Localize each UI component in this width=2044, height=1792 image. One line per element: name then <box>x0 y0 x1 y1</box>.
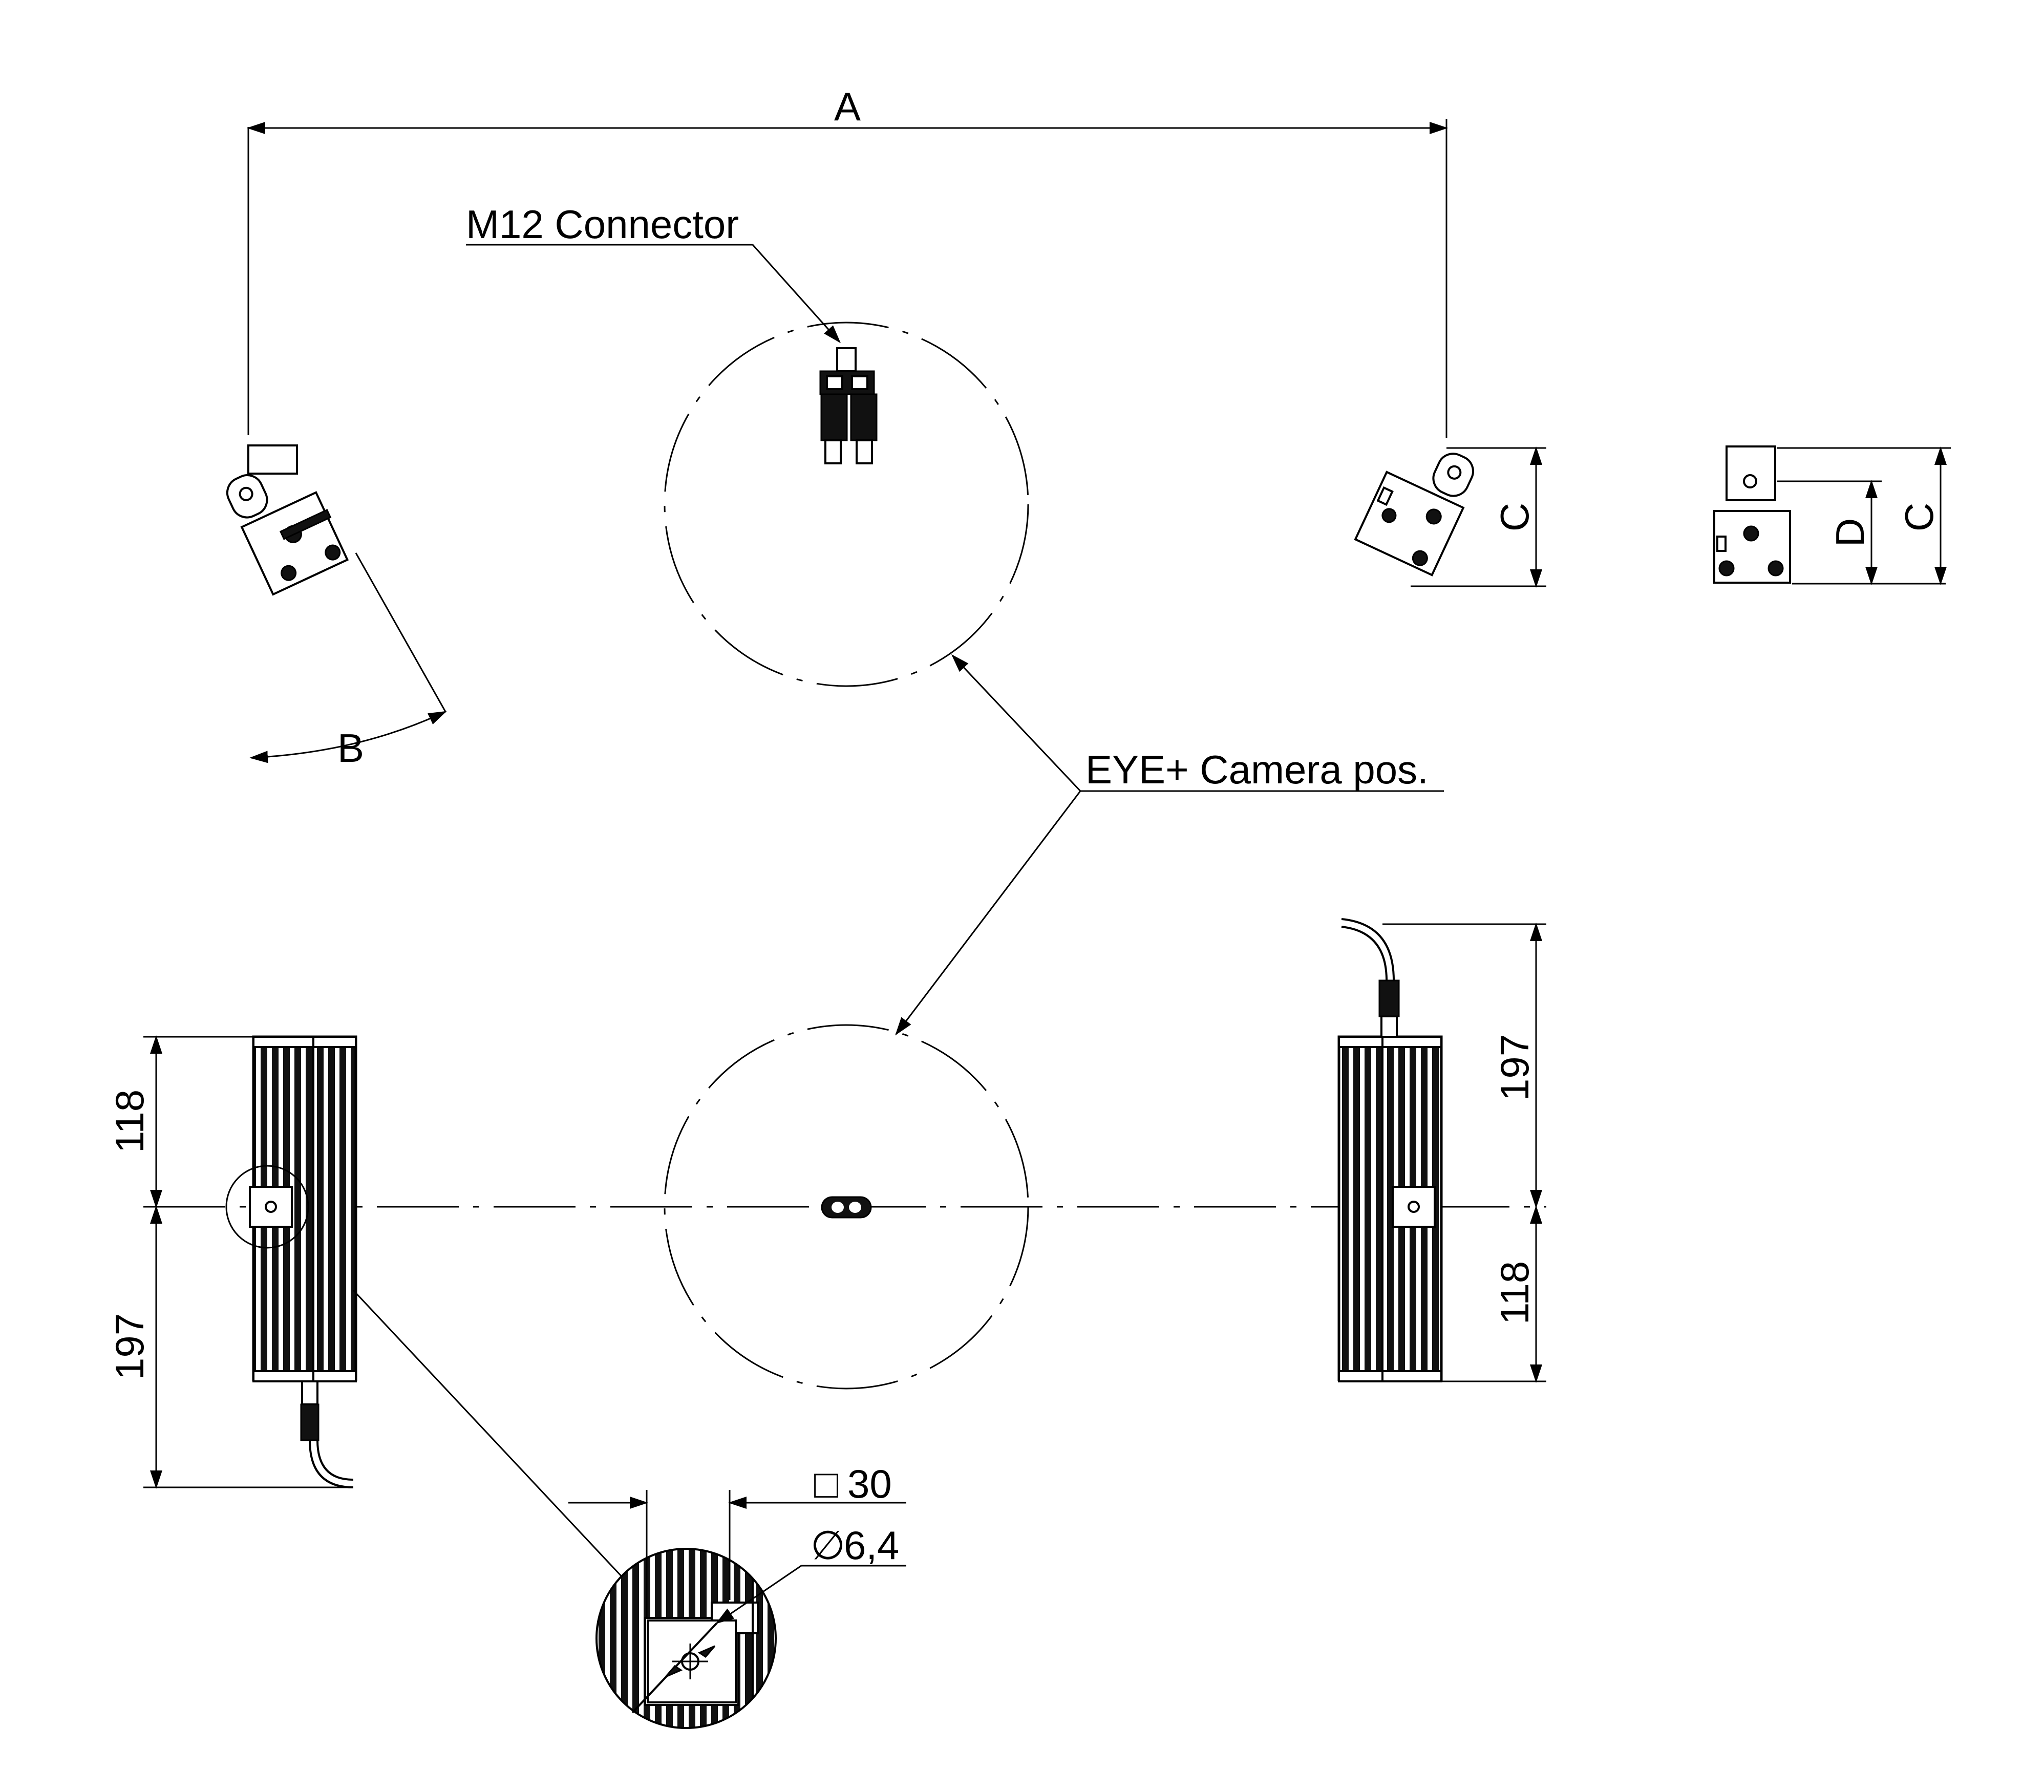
dimension-square-30: □ 30 <box>568 1461 906 1618</box>
dim-118-left: 118 <box>107 1090 152 1153</box>
dimension-left: 118 197 <box>107 1035 353 1489</box>
light-tilted-left <box>226 444 349 596</box>
dimension-d: D <box>1777 480 1946 585</box>
camera-circle-bottom <box>664 1024 1029 1390</box>
dimension-c-label-2: C <box>1897 503 1942 531</box>
dimension-right: 197 118 <box>1382 923 1546 1383</box>
m12-connector-icon <box>819 347 878 464</box>
dimension-a: A <box>247 84 1448 438</box>
dimension-diameter-6-4: ∅ 6,4 <box>715 1523 906 1624</box>
diameter-value: 6,4 <box>844 1523 899 1568</box>
light-bar-right <box>1337 918 1443 1382</box>
dimension-b: B <box>249 552 447 771</box>
camera-icon <box>821 1196 872 1219</box>
dim-118-right: 118 <box>1492 1261 1537 1325</box>
dimension-b-label: B <box>337 726 364 771</box>
detail-view <box>595 1548 777 1729</box>
dim-197-right: 197 <box>1492 1034 1537 1101</box>
dimension-d-label: D <box>1827 518 1872 547</box>
dimension-c-straight: C <box>1777 446 1951 585</box>
detail-leader <box>352 1289 623 1578</box>
dim-197-left: 197 <box>107 1313 152 1380</box>
eye-camera-label: EYE+ Camera pos. <box>1085 747 1429 792</box>
light-side-view <box>1713 445 1791 584</box>
eye-camera-callout: EYE+ Camera pos. <box>895 654 1444 1036</box>
m12-connector-callout: M12 Connector <box>466 202 841 344</box>
camera-circle-top <box>664 322 1029 687</box>
dimension-a-label: A <box>834 84 861 129</box>
dimension-c-label-1: C <box>1492 503 1537 531</box>
m12-connector-label: M12 Connector <box>466 202 739 247</box>
light-bar-left <box>225 1035 357 1488</box>
square-30-value: 30 <box>847 1461 892 1506</box>
light-tilted-right <box>1354 453 1474 577</box>
diameter-symbol: ∅ <box>811 1523 845 1568</box>
dimension-c-tilted: C <box>1411 446 1546 588</box>
square-symbol: □ <box>814 1461 838 1506</box>
